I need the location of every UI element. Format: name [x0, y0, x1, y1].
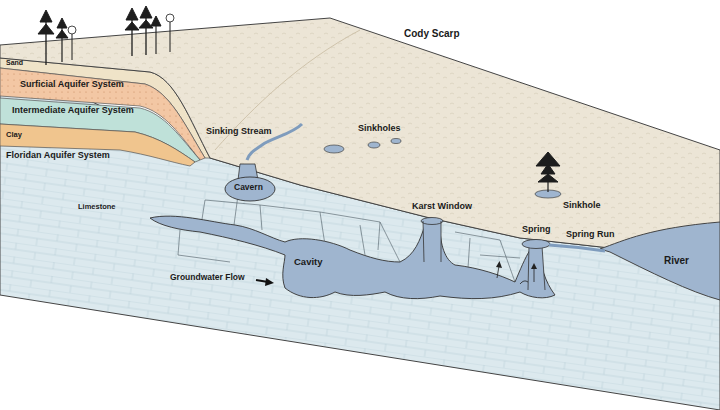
illustration-part: [324, 145, 344, 153]
layer-name: Surficial Aquifer System: [20, 80, 124, 90]
feature-name: Karst Window: [412, 202, 472, 212]
illustration-part: [421, 218, 443, 225]
illustration-part: [151, 16, 161, 26]
layer-name: Sand: [6, 59, 23, 67]
illustration-part: [528, 244, 545, 292]
feature-name: Sinkhole: [563, 201, 601, 211]
illustration-part: [378, 222, 380, 250]
illustration-part: [423, 219, 441, 262]
illustration-part: [520, 281, 528, 284]
layer-name: Clay: [6, 131, 22, 139]
illustration-part: [125, 8, 139, 30]
feature-name: Cavern: [234, 183, 263, 192]
feature-name: River: [664, 255, 689, 266]
illustration-part: [0, 124, 195, 166]
illustration-part: [38, 6, 560, 192]
illustration-part: [391, 139, 401, 144]
illustration-part: [480, 255, 520, 258]
illustration-part: [360, 225, 365, 255]
illustration-part: [139, 6, 153, 28]
illustration-part: [531, 263, 537, 269]
illustration-part: [600, 222, 720, 300]
illustration-part: [534, 268, 535, 282]
feature-name: Sinkholes: [358, 124, 401, 134]
rock-name: Limestone: [78, 203, 116, 211]
illustration-part: [260, 205, 262, 230]
feature-name: Spring: [522, 225, 551, 235]
feature-name: Spring Run: [566, 230, 615, 240]
illustration-part: [536, 152, 560, 182]
illustration-part: [423, 221, 441, 262]
illustration-part: [528, 246, 545, 290]
illustration-part: [265, 278, 274, 286]
illustration-part: [368, 142, 380, 148]
feature-name: Cavity: [294, 257, 323, 267]
illustration-part: [0, 18, 720, 258]
illustration-part: [549, 245, 605, 251]
illustration-part: [496, 261, 502, 268]
illustration-part: [497, 266, 499, 278]
flow-label: Groundwater Flow: [170, 273, 245, 282]
illustration-part: [522, 240, 550, 249]
surface-name: Cody Scarp: [404, 28, 460, 39]
illustration-part: [150, 216, 555, 299]
illustration-part: [38, 10, 54, 34]
illustration-part: [56, 18, 68, 38]
layer-name: Intermediate Aquifer System: [12, 106, 134, 116]
illustration-part: [468, 238, 470, 268]
illustration-part: [166, 14, 174, 22]
illustration-part: [225, 177, 275, 201]
layer-name: Floridan Aquifer System: [6, 151, 110, 161]
illustration-part: [68, 26, 76, 34]
feature-name: Sinking Stream: [206, 127, 272, 137]
